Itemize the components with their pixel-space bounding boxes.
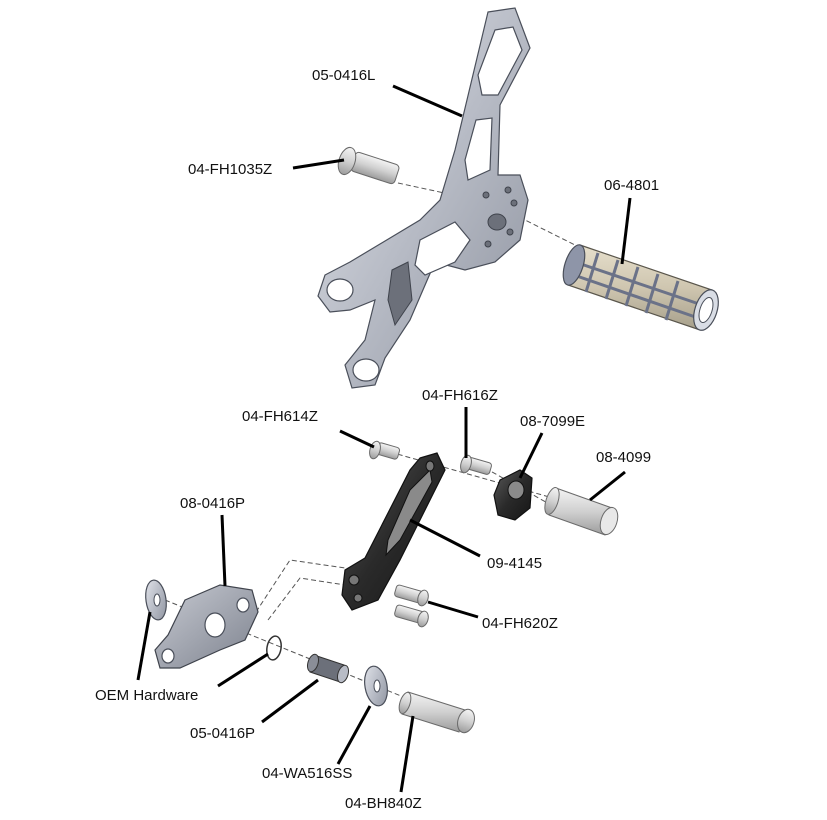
footpeg xyxy=(562,244,719,331)
part-labels: 05-0416L 04-FH1035Z 06-4801 04-FH614Z 04… xyxy=(95,67,659,812)
eccentric-cam xyxy=(493,469,533,521)
label-washer: 04-WA516SS xyxy=(262,765,352,782)
label-bolt-fh614: 04-FH614Z xyxy=(242,408,318,425)
label-spacer: 08-4099 xyxy=(596,449,651,466)
label-bushing: 05-0416P xyxy=(190,725,255,742)
spacer xyxy=(544,487,619,536)
button-head-bolt xyxy=(398,691,475,734)
pivot-arm xyxy=(154,584,259,669)
bolt-fh620-pair xyxy=(394,584,429,628)
label-plate-bolt: 04-FH1035Z xyxy=(188,161,272,178)
link-arm xyxy=(341,452,446,611)
bolt-fh614 xyxy=(369,440,401,460)
oem-o-ring xyxy=(266,635,282,661)
bushing xyxy=(306,653,350,684)
leader-lines xyxy=(136,84,632,793)
label-link-arm: 09-4145 xyxy=(487,555,542,572)
label-pivot-arm: 08-0416P xyxy=(180,495,245,512)
rearset-plate xyxy=(317,7,531,389)
label-eccentric: 08-7099E xyxy=(520,413,585,430)
oem-washer xyxy=(145,579,167,621)
label-button-bolt: 04-BH840Z xyxy=(345,795,422,812)
label-rearset-plate: 05-0416L xyxy=(312,67,375,84)
plate-bolt xyxy=(337,146,400,185)
label-bolt-fh616: 04-FH616Z xyxy=(422,387,498,404)
stainless-washer xyxy=(364,665,388,707)
label-oem-hardware: OEM Hardware xyxy=(95,687,198,704)
bolt-fh616 xyxy=(460,454,492,475)
label-bolt-fh620: 04-FH620Z xyxy=(482,615,558,632)
label-footpeg: 06-4801 xyxy=(604,177,659,194)
